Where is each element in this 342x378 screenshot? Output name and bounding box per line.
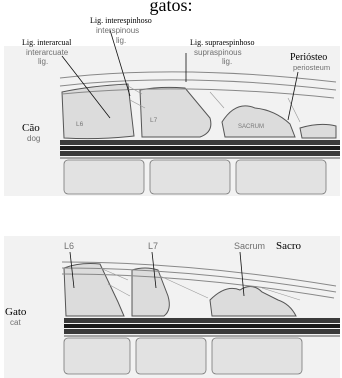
species-cat-en: cat bbox=[10, 318, 21, 327]
cat-spinal-canal bbox=[64, 318, 340, 336]
cat-vertebral-bodies bbox=[64, 338, 302, 374]
label-interarcual-pt: Lig. interarcual bbox=[22, 38, 72, 47]
label-interarcuate-lig-en: lig. bbox=[38, 57, 48, 66]
label-interespinhoso-pt: Lig. interespinhoso bbox=[90, 16, 152, 25]
label-dog-l6: L6 bbox=[76, 121, 84, 128]
dog-spinal-canal bbox=[60, 140, 340, 158]
label-periosteum-en: periosteum bbox=[293, 63, 330, 72]
caption-top: gatos: bbox=[150, 0, 193, 15]
label-supraspinous-lig-en: lig. bbox=[222, 57, 232, 66]
label-interarcuate-en: interarcuate bbox=[26, 48, 69, 57]
cat-panel: L6 L7 Sacrum Sacro Gato cat bbox=[4, 236, 340, 378]
label-dog-l7: L7 bbox=[150, 117, 158, 124]
label-cat-l6: L6 bbox=[64, 241, 74, 251]
species-dog-en: dog bbox=[27, 134, 40, 143]
label-interspinous-lig-en: lig. bbox=[116, 36, 126, 45]
species-cat-pt: Gato bbox=[5, 306, 27, 318]
label-interspinous-en: interspinous bbox=[96, 26, 139, 35]
dog-panel: Lig. interarcual Lig. interespinhoso Lig… bbox=[4, 16, 340, 196]
label-supraspinous-en: supraspinous bbox=[194, 48, 242, 57]
label-cat-l7: L7 bbox=[148, 241, 158, 251]
label-supraespinhoso-pt: Lig. supraespinhoso bbox=[190, 38, 254, 47]
label-periosteo-pt: Periósteo bbox=[290, 52, 327, 63]
label-dog-sacrum: SACRUM bbox=[238, 124, 264, 130]
label-cat-sacro-pt: Sacro bbox=[276, 240, 302, 252]
label-cat-sacrum-en: Sacrum bbox=[234, 241, 265, 251]
species-dog-pt: Cão bbox=[22, 122, 40, 134]
dog-vertebral-bodies bbox=[64, 160, 326, 194]
